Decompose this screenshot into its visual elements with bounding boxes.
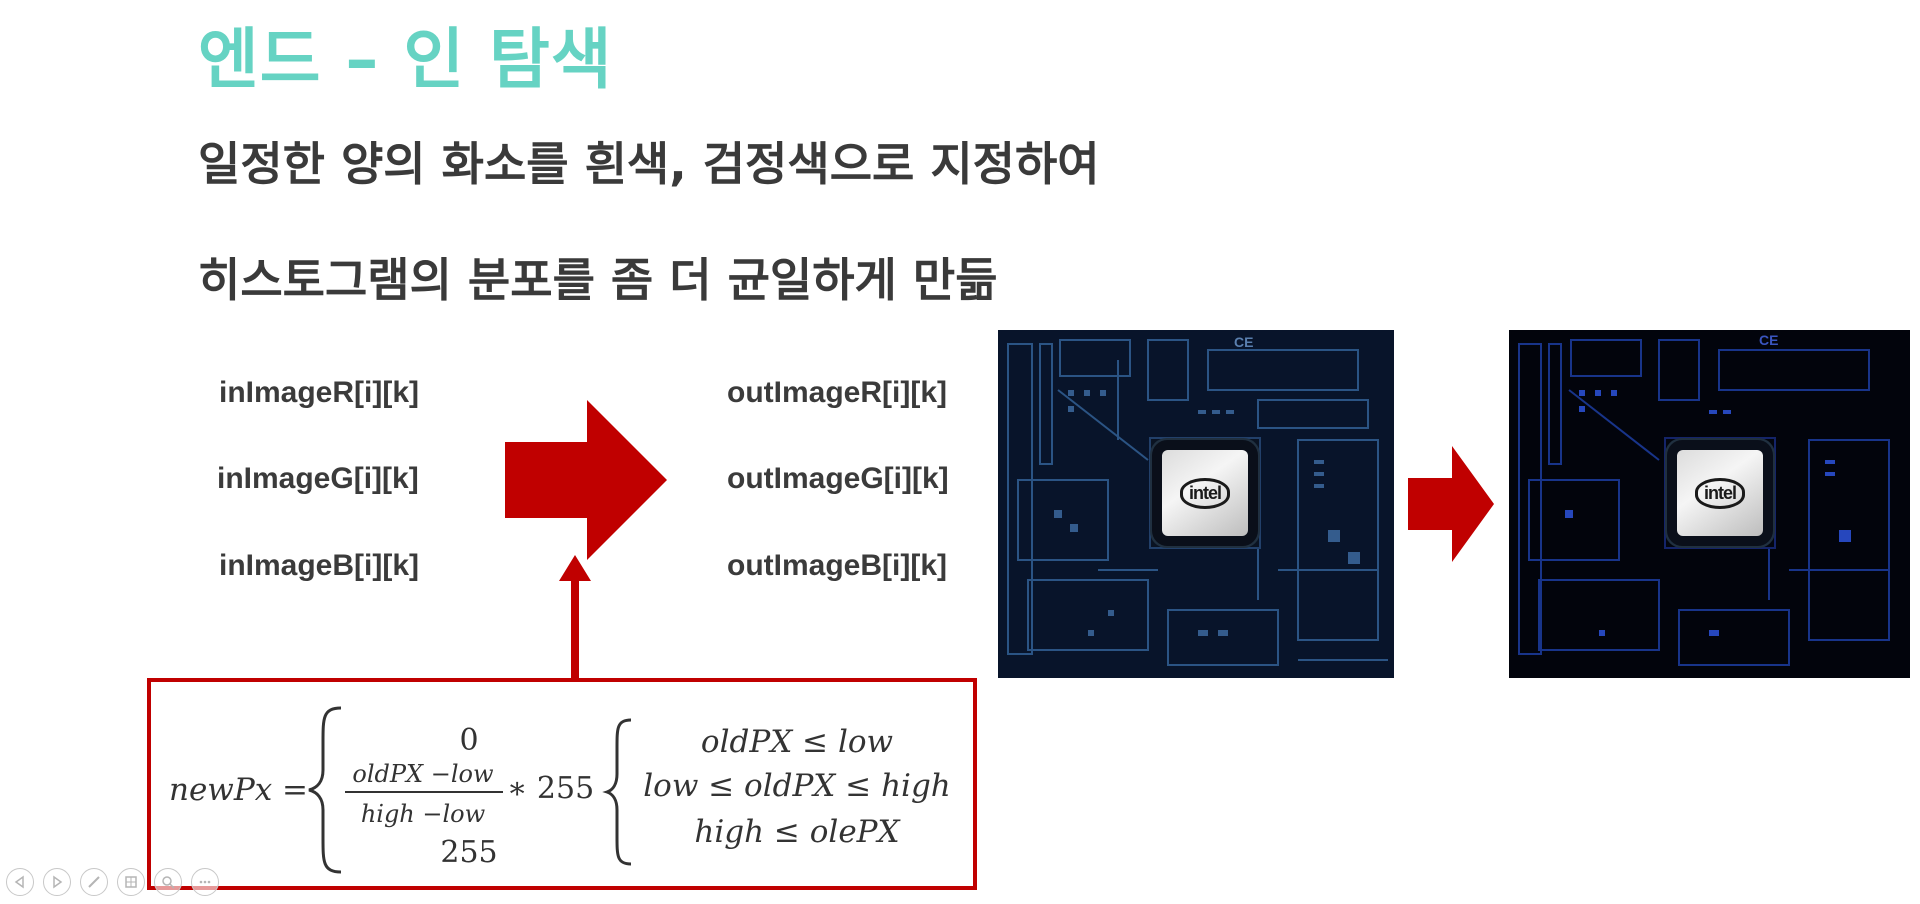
cpu-chip: intel xyxy=(1162,450,1248,536)
presentation-controls xyxy=(6,868,219,898)
input-var-r: inImageR[i][k] xyxy=(219,376,420,409)
output-var-r: outImageR[i][k] xyxy=(727,376,947,409)
intel-logo: intel xyxy=(1179,477,1230,509)
prev-icon[interactable] xyxy=(6,868,34,896)
output-var-b: outImageB[i][k] xyxy=(727,549,947,582)
condition-3: high ≤ olePX xyxy=(694,814,901,850)
description-line-2: 히스토그램의 분포를 좀 더 균일하게 만듦 xyxy=(198,253,998,307)
pen-icon[interactable] xyxy=(80,868,108,896)
fraction-numerator: oldPX −low xyxy=(352,760,494,788)
intel-logo: intel xyxy=(1694,477,1745,509)
condition-1: oldPX ≤ low xyxy=(701,724,893,760)
description-line-1: 일정한 양의 화소를 흰색, 검정색으로 지정하여 xyxy=(198,137,1100,191)
zoom-icon[interactable] xyxy=(154,868,182,896)
right-arrow-icon xyxy=(505,400,667,560)
case-value-max: 255 xyxy=(440,835,497,870)
more-icon[interactable] xyxy=(191,868,219,896)
output-var-g: outImageG[i][k] xyxy=(727,462,949,495)
slides-icon[interactable] xyxy=(117,868,145,896)
slide-title: 엔드 – 인 탐색 xyxy=(198,21,613,98)
ce-mark: CE xyxy=(1759,332,1779,348)
cpu-chip: intel xyxy=(1677,450,1763,536)
output-image: intel CE xyxy=(1509,330,1910,678)
next-icon[interactable] xyxy=(43,868,71,896)
right-arrow-icon xyxy=(1408,446,1494,562)
up-arrow-icon xyxy=(559,555,591,683)
formula-multiplier: ∗ 255 xyxy=(507,771,594,806)
case-value-zero: 0 xyxy=(459,723,478,758)
formula-lhs: newPx = xyxy=(169,772,308,808)
ce-mark: CE xyxy=(1234,334,1254,350)
input-var-b: inImageB[i][k] xyxy=(219,549,420,582)
condition-2: low ≤ oldPX ≤ high xyxy=(643,768,951,804)
formula-box: newPx = 0 oldPX −low high −low ∗ 255 255… xyxy=(147,678,977,890)
input-image: intel CE xyxy=(998,330,1394,678)
fraction-denominator: high −low xyxy=(361,800,486,828)
formula: newPx = 0 oldPX −low high −low ∗ 255 255… xyxy=(169,706,951,874)
input-var-g: inImageG[i][k] xyxy=(217,462,419,495)
